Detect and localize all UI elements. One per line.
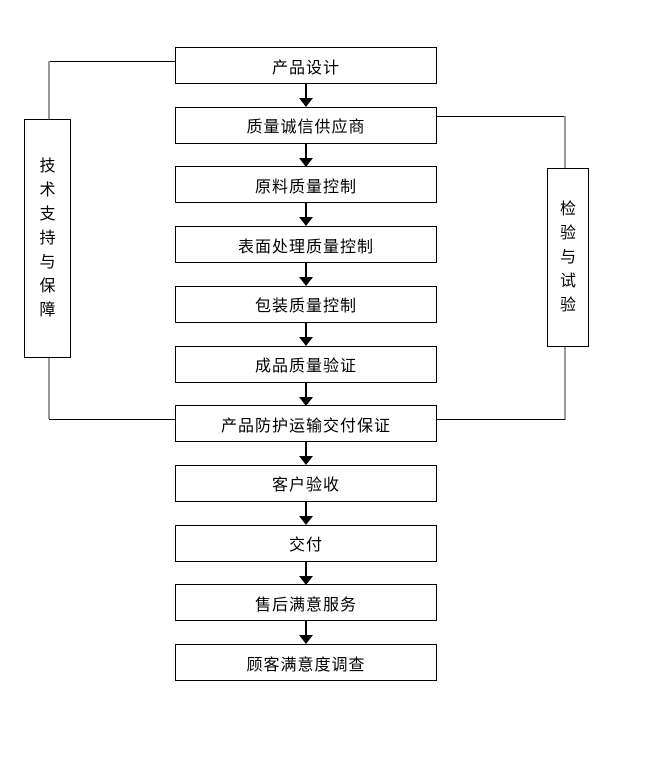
down-arrow-icon bbox=[299, 621, 313, 645]
flow-box-label: 质量诚信供应商 bbox=[246, 119, 366, 137]
connector-right-top-vertical bbox=[564, 116, 566, 168]
down-arrow-icon bbox=[299, 263, 313, 287]
connector-left-top-horizontal bbox=[49, 61, 175, 62]
flow-box-label: 客户验收 bbox=[271, 477, 340, 495]
down-arrow-icon bbox=[299, 322, 313, 346]
flow-box-surface-treatment-quality-control: 表面处理质量控制 bbox=[175, 226, 437, 264]
flow-box-packaging-quality-control: 包装质量控制 bbox=[175, 285, 437, 323]
flow-box-label: 原料质量控制 bbox=[254, 178, 357, 196]
flow-box-product-design: 产品设计 bbox=[175, 47, 437, 84]
flow-box-protection-transport-delivery-guarantee: 产品防护运输交付保证 bbox=[175, 405, 437, 443]
connector-right-bottom-vertical bbox=[564, 347, 566, 420]
flow-box-label: 成品质量验证 bbox=[254, 358, 357, 375]
side-box-inspection-testing: 检验与试验 bbox=[547, 168, 589, 347]
flow-box-raw-material-quality-control: 原料质量控制 bbox=[175, 166, 437, 204]
flow-box-label: 产品设计 bbox=[271, 59, 340, 77]
flow-box-label: 表面处理质量控制 bbox=[237, 238, 374, 256]
flow-box-finished-product-verification: 成品质量验证 bbox=[175, 345, 437, 383]
down-arrow-icon bbox=[299, 143, 313, 167]
flow-box-after-sales-service: 售后满意服务 bbox=[175, 584, 437, 622]
down-arrow-icon bbox=[299, 561, 313, 585]
side-box-technical-support-label: 技术支持与保障 bbox=[39, 157, 56, 319]
connector-right-top-horizontal bbox=[437, 116, 565, 117]
connector-left-bottom-vertical bbox=[48, 358, 50, 419]
flow-box-label: 产品防护运输交付保证 bbox=[220, 417, 391, 435]
flow-box-label: 售后满意服务 bbox=[254, 596, 357, 614]
flow-box-delivery: 交付 bbox=[175, 524, 437, 562]
side-box-inspection-testing-label: 检验与试验 bbox=[559, 200, 576, 314]
side-box-technical-support: 技术支持与保障 bbox=[24, 119, 71, 358]
connector-right-bottom-horizontal bbox=[437, 419, 565, 420]
down-arrow-icon bbox=[299, 442, 313, 466]
flow-box-label: 交付 bbox=[288, 537, 323, 555]
flow-box-customer-acceptance: 客户验收 bbox=[175, 464, 437, 502]
down-arrow-icon bbox=[299, 501, 313, 525]
down-arrow-icon bbox=[299, 84, 313, 107]
flow-box-label: 顾客满意度调查 bbox=[246, 656, 366, 674]
down-arrow-icon bbox=[299, 382, 313, 406]
down-arrow-icon bbox=[299, 203, 313, 227]
flow-box-quality-integrity-supplier: 质量诚信供应商 bbox=[175, 106, 437, 144]
flow-box-customer-satisfaction-survey: 顾客满意度调查 bbox=[175, 644, 437, 681]
flow-box-label: 包装质量控制 bbox=[254, 298, 357, 316]
connector-left-top-vertical bbox=[48, 61, 50, 119]
connector-left-bottom-horizontal bbox=[49, 419, 175, 420]
